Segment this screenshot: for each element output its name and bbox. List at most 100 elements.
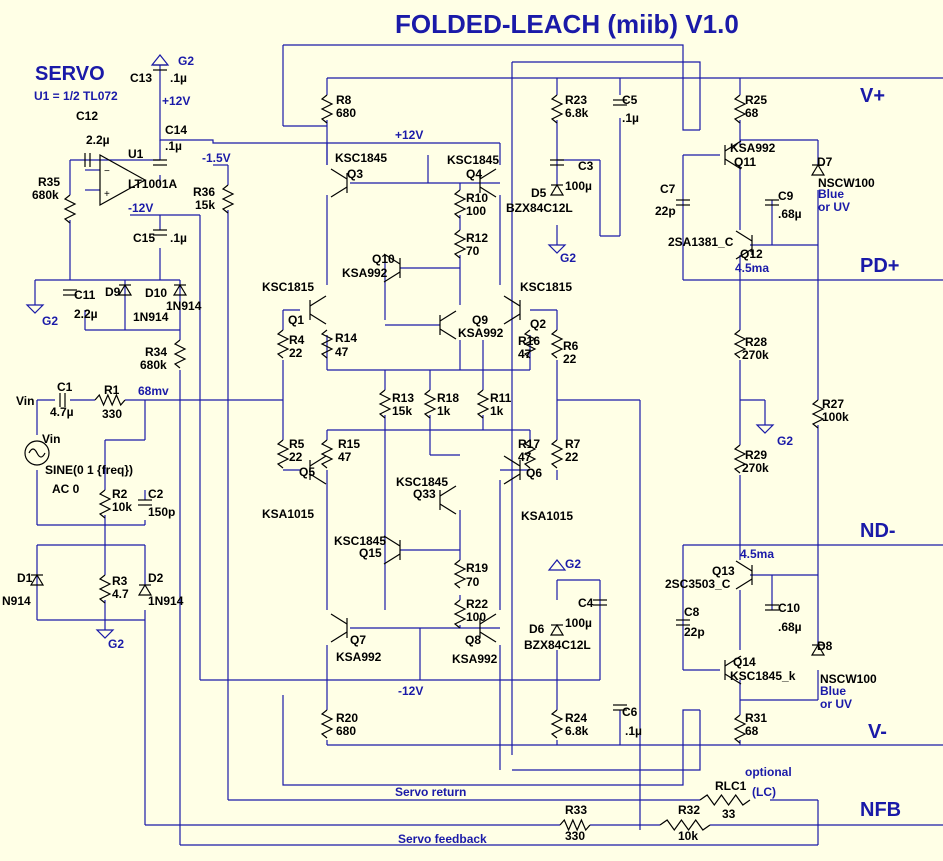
transistor-q4	[479, 168, 497, 198]
transistor-q2	[503, 295, 521, 325]
d1-part: N914	[2, 594, 31, 608]
c15-ref: C15	[133, 231, 155, 245]
capacitor-labels: C13 .1µ C12 2.2µ C14 .1µ C5 .1µ C3 100µ …	[50, 71, 802, 738]
diode-glyphs	[29, 163, 826, 656]
r17-ref: R17	[518, 437, 540, 451]
c6-ref: C6	[622, 705, 638, 719]
port-pdplus: PD+	[860, 255, 899, 277]
d10-part: 1N914	[166, 299, 202, 313]
resistor-r4	[276, 329, 290, 359]
c10-ref: C10	[778, 601, 800, 615]
net-g2-right: G2	[777, 434, 793, 448]
d6-ref: D6	[529, 622, 545, 636]
r35-ref: R35	[38, 175, 60, 189]
resistor-r10	[453, 189, 467, 219]
resistor-r15	[320, 439, 334, 469]
c8-value: 22p	[684, 625, 705, 639]
net-minus12-main: -12V	[398, 684, 423, 698]
resistor-r33	[559, 818, 591, 832]
opamp-ref: U1	[128, 147, 144, 161]
ground-symbols	[25, 54, 775, 639]
resistor-r12	[453, 229, 467, 259]
r28-ref: R28	[745, 335, 767, 349]
resistor-r20	[320, 709, 334, 739]
net-g2-bottom: G2	[108, 637, 124, 651]
r16-value: 47	[518, 347, 532, 361]
r4-ref: R4	[289, 333, 305, 347]
wire-layer	[34, 44, 943, 846]
capacitor-c1	[59, 393, 66, 407]
r33-ref: R33	[565, 803, 587, 817]
r11-ref: R11	[490, 391, 512, 405]
net-g2-d6: G2	[565, 557, 581, 571]
r6-ref: R6	[563, 339, 579, 353]
net-servo-feedback: Servo feedback	[398, 832, 487, 846]
resistor-r11	[476, 389, 490, 419]
q10-part: KSA992	[342, 266, 388, 280]
r5-ref: R5	[289, 437, 305, 451]
net-4-5ma-bottom: 4.5ma	[740, 547, 774, 561]
q7-ref: Q7	[350, 633, 366, 647]
resistor-r25	[733, 94, 747, 124]
q15-ref: Q15	[359, 546, 382, 560]
diode-d6	[549, 623, 565, 636]
q4-part: KSC1845	[447, 153, 499, 167]
capacitor-c10	[765, 604, 779, 611]
d1-ref: D1	[17, 571, 33, 585]
c13-ref: C13	[130, 71, 152, 85]
d7-color-blue: Blue	[818, 187, 844, 201]
r12-value: 70	[466, 244, 480, 258]
diode-d1	[29, 573, 45, 586]
q33-ref: Q33	[413, 487, 436, 501]
net-68mv: 68mv	[138, 384, 169, 398]
q11-ref: Q11	[734, 155, 756, 169]
net-plus12-servo: +12V	[162, 94, 190, 108]
svg-text:−: −	[104, 166, 110, 177]
q12-ref: Q12	[740, 247, 763, 261]
r14-value: 47	[335, 345, 349, 359]
q5-ref: Q5	[299, 465, 315, 479]
transistor-q9	[439, 310, 457, 340]
transistor-q8	[479, 613, 497, 643]
capacitor-c3	[550, 159, 564, 166]
c5-ref: C5	[622, 93, 638, 107]
c3-value: 100µ	[565, 179, 592, 193]
r29-ref: R29	[745, 448, 767, 462]
q2-part: KSC1815	[520, 280, 572, 294]
c2-ref: C2	[148, 487, 164, 501]
port-labels: V+ PD+ ND- V- NFB	[860, 85, 901, 821]
r27-value: 100k	[822, 410, 849, 424]
r8-value: 680	[336, 106, 356, 120]
c10-value: .68µ	[778, 620, 802, 634]
diode-labels: D5 BZX84C12L D7 NSCW100 D9 1N914 D10 1N9…	[2, 155, 877, 686]
r2-value: 10k	[112, 500, 132, 514]
resistor-r2	[98, 489, 112, 519]
c7-value: 22p	[655, 204, 676, 218]
transistor-q7	[330, 613, 348, 643]
r32-value: 10k	[678, 829, 698, 843]
servo-heading: SERVO	[35, 63, 105, 85]
component-layer: − +	[24, 64, 826, 832]
resistor-r22	[453, 599, 467, 629]
resistor-r27	[811, 399, 825, 429]
c4-value: 100µ	[565, 616, 592, 630]
q8-part: KSA992	[452, 652, 498, 666]
d7-part: NSCW100	[818, 176, 875, 190]
transistor-q1	[309, 295, 327, 325]
q5-part: KSA1015	[262, 507, 314, 521]
r5-value: 22	[289, 450, 303, 464]
capacitor-glyphs	[59, 64, 779, 711]
c12-value: 2.2µ	[86, 133, 110, 147]
net-vin: Vin	[16, 394, 34, 408]
d8-part: NSCW100	[820, 672, 877, 686]
transistor-q14	[724, 655, 742, 685]
q11-part: KSA992	[730, 141, 776, 155]
r31-ref: R31	[745, 711, 767, 725]
port-vminus: V-	[868, 721, 887, 743]
opamp-symbol	[99, 153, 147, 207]
q3-part: KSC1845	[335, 151, 387, 165]
q14-part: KSC1845_k	[730, 669, 796, 683]
d2-ref: D2	[148, 571, 164, 585]
resistor-r18	[423, 389, 437, 419]
q4-ref: Q4	[466, 167, 482, 181]
